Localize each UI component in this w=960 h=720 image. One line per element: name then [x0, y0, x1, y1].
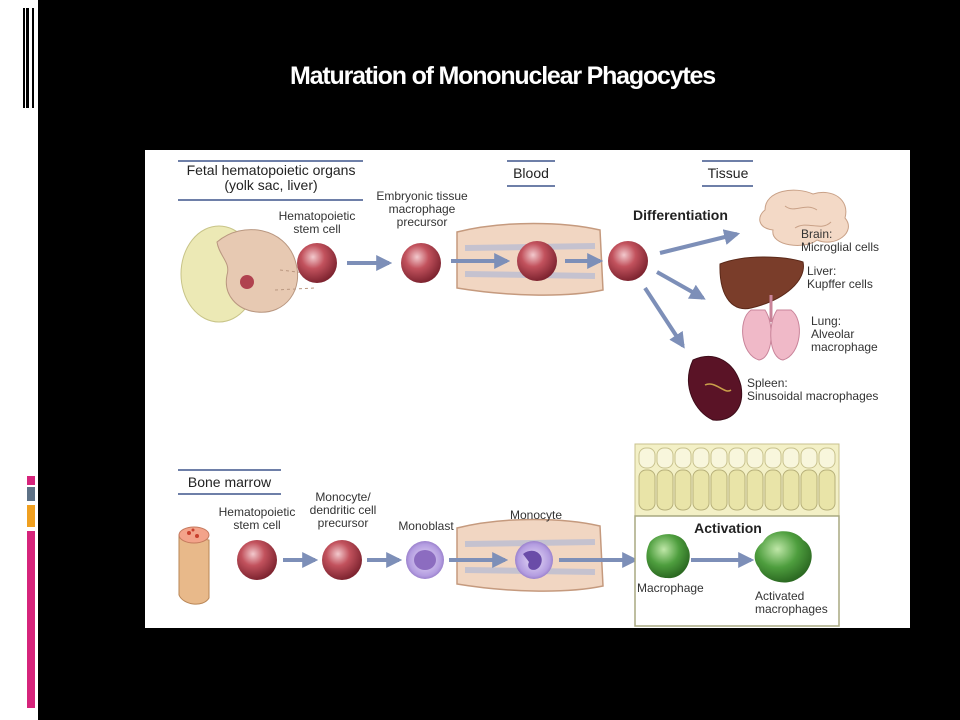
lung-label-line1: Lung:	[811, 314, 842, 328]
monocyte-precursor-label: Monocyte/ dendritic cell precursor	[305, 491, 381, 530]
blood-cell-1	[517, 241, 557, 281]
activated-macrophages-label-line1: Activated	[755, 589, 805, 603]
embryo-illustration	[180, 225, 316, 323]
tissue-header: Tissue	[707, 165, 749, 181]
macrophage-label: Macrophage	[637, 581, 704, 595]
bone-marrow-illustration	[178, 526, 210, 605]
activated-macrophage-cell	[754, 531, 812, 583]
fetal-stem-cell-label-line1: Hematopoietic	[278, 209, 356, 223]
marrow-stem-cell-label: Hematopoietic stem cell	[211, 506, 303, 532]
liver-label-line2: Kupffer cells	[807, 277, 873, 291]
fetal-organs-header-line1: Fetal hematopoietic organs	[186, 162, 356, 178]
blood-header: Blood	[513, 165, 549, 181]
liver-label-line1: Liver:	[807, 264, 837, 278]
brain-label-line1: Brain:	[801, 227, 833, 241]
monocyte-precursor-label-line2: dendritic cell	[309, 503, 377, 517]
spleen-label-line1: Spleen:	[747, 376, 788, 390]
arrows-top-row	[347, 229, 741, 349]
embryonic-precursor-label-line2: macrophage	[388, 202, 456, 216]
monocyte-dendritic-precursor-cell	[322, 540, 362, 580]
liver-label: Liver: Kupffer cells	[807, 265, 873, 291]
activated-macrophages-label: Activated macrophages	[755, 590, 828, 616]
monocyte-precursor-label-line1: Monocyte/	[315, 490, 371, 504]
marrow-stem-cell-label-line1: Hematopoietic	[218, 505, 296, 519]
fetal-stem-cell	[297, 243, 337, 283]
decor-bar-magenta	[27, 531, 35, 708]
epithelium-layer	[634, 443, 840, 517]
header-rules	[178, 160, 753, 495]
marrow-stem-cell	[237, 540, 277, 580]
macrophage-cell	[646, 534, 690, 579]
embryonic-precursor-label-line1: Embryonic tissue	[376, 189, 468, 203]
slide-title: Maturation of Mononuclear Phagocytes	[290, 62, 716, 90]
spleen-organ	[688, 355, 743, 421]
embryonic-precursor-label: Embryonic tissue macrophage precursor	[363, 190, 481, 229]
lung-label-line2: Alveolar	[811, 327, 855, 341]
lung-label: Lung: Alveolar macrophage	[811, 315, 878, 354]
embryonic-precursor-label-line3: precursor	[396, 215, 448, 229]
monocyte-label: Monocyte	[509, 508, 563, 522]
activation-label: Activation	[694, 520, 762, 536]
activated-macrophages-label-line2: macrophages	[755, 602, 828, 616]
decor-bar-white-3	[32, 8, 34, 108]
liver-organ	[719, 256, 804, 310]
fetal-stem-cell-label-line2: stem cell	[293, 222, 341, 236]
brain-label-line2: Microglial cells	[801, 240, 880, 254]
bone-marrow-header: Bone marrow	[187, 474, 272, 490]
marrow-stem-cell-label-line2: stem cell	[233, 518, 281, 532]
maturation-diagram: Fetal hematopoietic organs (yolk sac, li…	[145, 150, 910, 628]
spleen-label: Spleen: Sinusoidal macrophages	[747, 377, 878, 403]
lung-label-line3: macrophage	[811, 340, 878, 354]
brain-organ	[759, 189, 849, 246]
brain-label: Brain: Microglial cells	[801, 228, 879, 254]
decor-bar-white-1	[19, 8, 25, 108]
cells-bottom-row	[237, 540, 553, 580]
differentiation-label: Differentiation	[633, 207, 728, 223]
cells-top-row	[297, 241, 648, 283]
macrophages	[646, 531, 812, 583]
decor-block-gray	[27, 487, 35, 501]
blood-cell-2	[608, 241, 648, 281]
decor-block-pink	[27, 476, 35, 485]
spleen-label-line2: Sinusoidal macrophages	[747, 389, 879, 403]
fetal-organs-header-line2: (yolk sac, liver)	[224, 177, 318, 193]
lung-organ	[742, 295, 800, 361]
diagram-graphics	[178, 160, 849, 627]
embryonic-precursor-cell	[401, 243, 441, 283]
decor-block-orange	[27, 505, 35, 527]
fetal-organs-header: Fetal hematopoietic organs (yolk sac, li…	[176, 163, 366, 193]
fetal-stem-cell-label: Hematopoietic stem cell	[272, 210, 362, 236]
monoblast-label: Monoblast	[398, 519, 454, 533]
decor-bar-white-2	[26, 8, 29, 108]
monocyte-precursor-label-line3: precursor	[317, 516, 369, 530]
